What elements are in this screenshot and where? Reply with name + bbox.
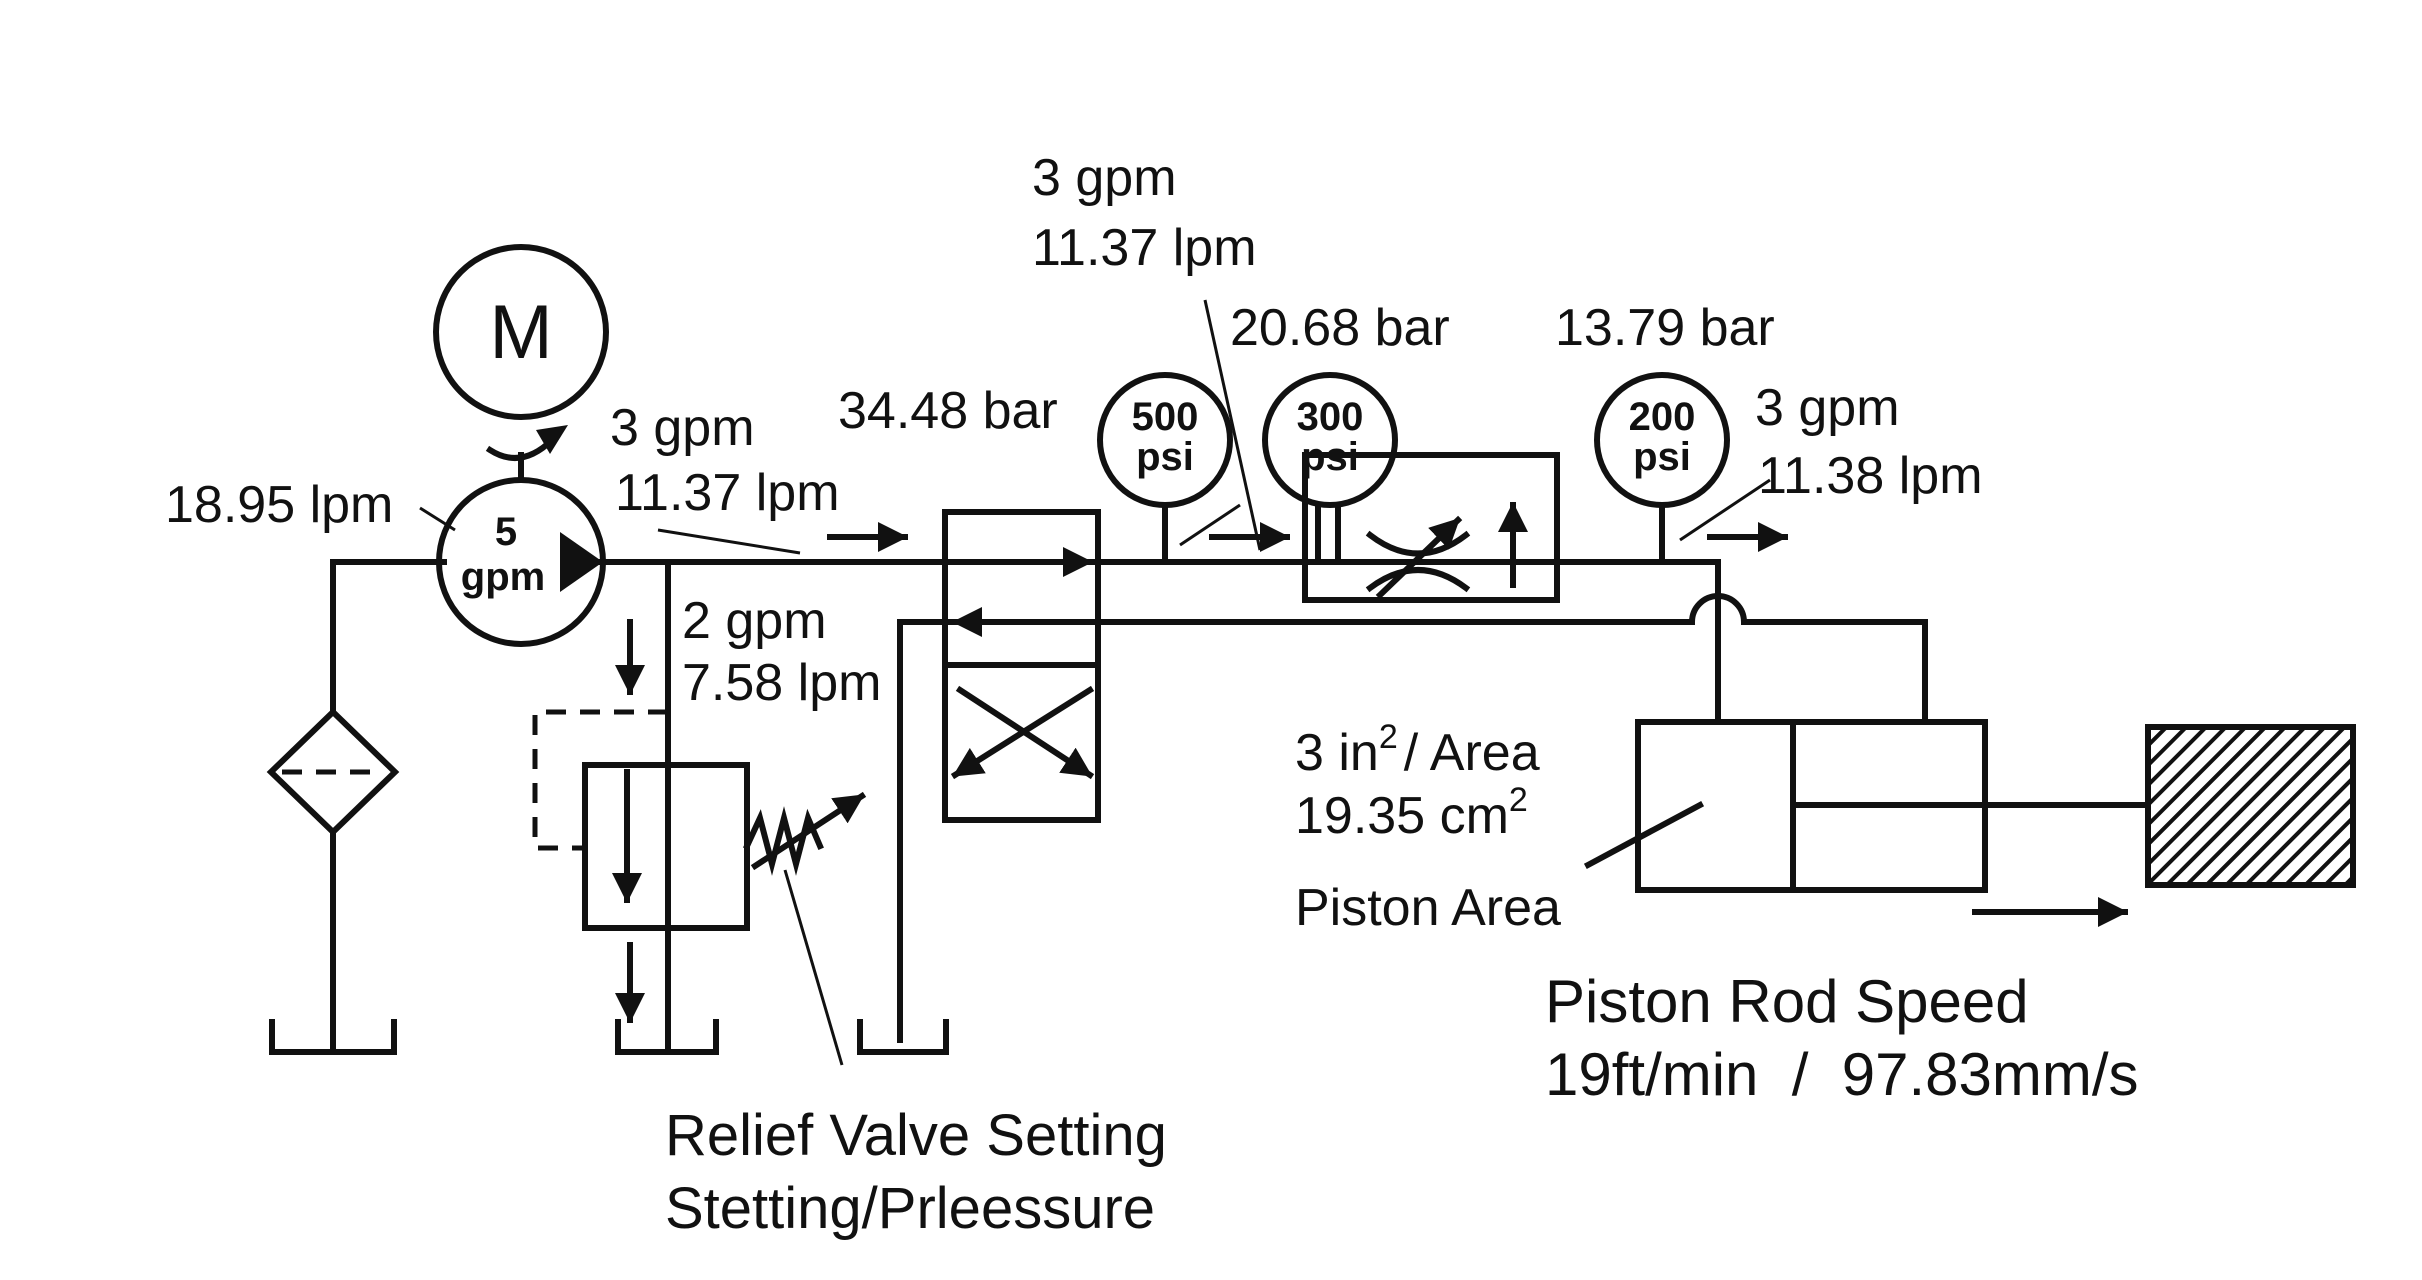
motor-symbol — [433, 244, 609, 420]
relief-flow-lpm-label: 7.58 lpm — [682, 654, 881, 712]
pressure-gauge-3: 200 psi — [1594, 372, 1730, 565]
throttle-symbol-lower — [1365, 567, 1471, 593]
supply-flow-gpm-label: 3 gpm — [610, 399, 755, 457]
cylinder-area-metric-label: 19.35 cm2 — [1295, 781, 1528, 845]
valve-cross-arrow-b — [950, 685, 1095, 780]
control-pressure-label: 20.68 bar — [1230, 299, 1450, 357]
outlet-flow-lpm-label: 11.38 lpm — [1758, 447, 1983, 505]
tank-symbol-1 — [269, 1019, 397, 1055]
supply-leader-line — [657, 528, 801, 555]
relief-pilot-line — [532, 709, 668, 851]
gauge-leader-line — [1179, 503, 1241, 547]
top-flow-lpm-label: 11.37 lpm — [1032, 219, 1257, 277]
relief-setting-label-1: Relief Valve Setting — [665, 1103, 1167, 1168]
relief-leader-line — [783, 869, 844, 1066]
outlet-pressure-label: 13.79 bar — [1555, 299, 1775, 357]
top-flow-leader-line — [1203, 299, 1262, 551]
piston-area-label: Piston Area — [1295, 879, 1561, 937]
flow-control-valve — [1302, 452, 1560, 603]
motor-label: M — [489, 290, 552, 375]
pump-label-number: 5 — [495, 510, 517, 554]
pressure-gauge-1: 500 psi — [1097, 372, 1233, 565]
throttle-symbol-upper — [1365, 530, 1471, 557]
pump-flow-label: 18.95 lpm — [165, 476, 393, 534]
outlet-leader-line — [1679, 478, 1771, 542]
relief-adjust-arrow — [750, 791, 867, 871]
suction-line — [330, 559, 447, 715]
outlet-flow-gpm-label: 3 gpm — [1755, 379, 1900, 437]
gauge-3-value: 200 — [1629, 395, 1696, 439]
relief-flow-gpm-label: 2 gpm — [682, 592, 827, 650]
load-block — [2145, 724, 2356, 888]
throttle-adjust-arrow — [1375, 515, 1463, 600]
pressure-gauge-2: 300 psi — [1262, 372, 1398, 565]
gauge-1-unit: psi — [1136, 435, 1194, 479]
pump-label-unit: gpm — [461, 555, 545, 599]
supply-flow-lpm-label: 11.37 lpm — [615, 464, 840, 522]
tank-symbol-3 — [857, 1019, 949, 1055]
rod-speed-value: 19ft/min / 97.83mm/s — [1545, 1041, 2139, 1108]
tank-symbol-2 — [615, 1019, 719, 1055]
gauge-3-unit: psi — [1633, 435, 1691, 479]
piston-area-leader — [1583, 800, 1705, 870]
pump-direction-triangle — [560, 532, 603, 592]
pump-leader-line — [419, 506, 456, 532]
relief-spring — [743, 806, 824, 876]
motor-rotation-arrow — [536, 425, 568, 454]
gauge-1-value: 500 — [1132, 395, 1199, 439]
relief-setting-label-2: Stetting/Prleessure — [665, 1176, 1155, 1241]
gauge-2-value: 300 — [1297, 395, 1364, 439]
rod-speed-title: Piston Rod Speed — [1545, 968, 2029, 1035]
top-flow-gpm-label: 3 gpm — [1032, 149, 1177, 207]
valve-pressure-label: 34.48 bar — [838, 382, 1058, 440]
cylinder-area-imperial-label: 3 in2/ Area — [1295, 718, 1540, 782]
return-line — [897, 593, 1928, 725]
